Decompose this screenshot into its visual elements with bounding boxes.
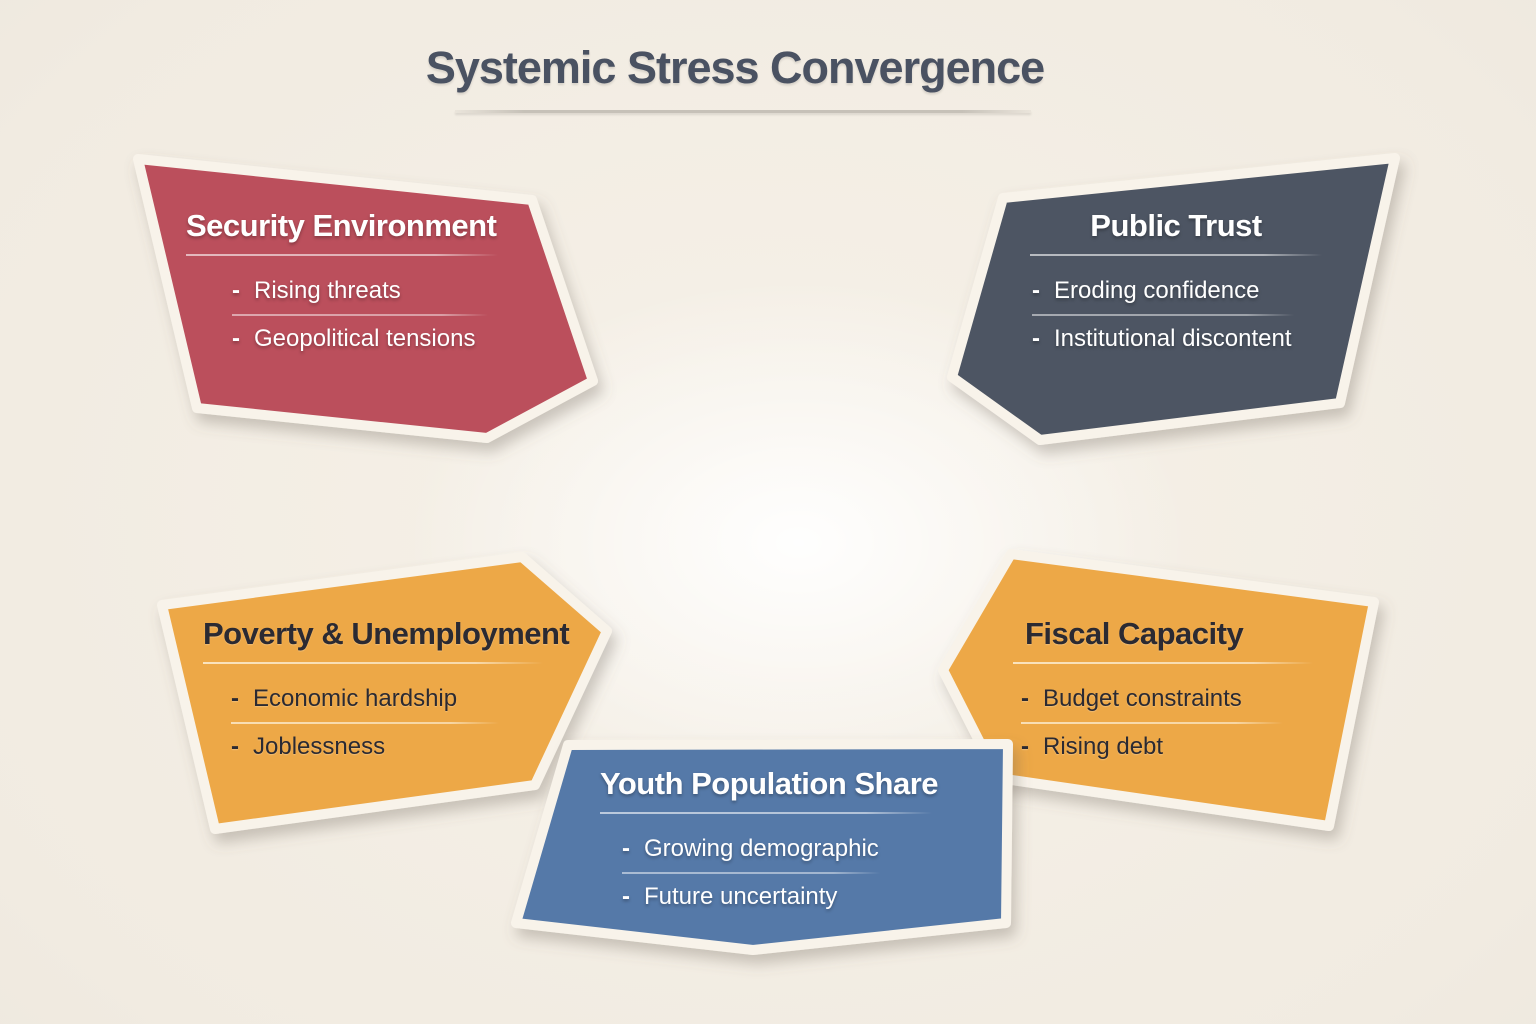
- bullet-label: Institutional discontent: [1054, 325, 1292, 352]
- bullet-label: Geopolitical tensions: [254, 325, 476, 352]
- bullet-separator: [232, 314, 488, 316]
- panel-youth-population-share: Youth Population Share - Growing demogra…: [600, 764, 939, 912]
- panel-title: Fiscal Capacity: [1025, 616, 1244, 651]
- bullet-dash: -: [231, 733, 239, 760]
- bullet-label: Growing demographic: [644, 835, 879, 862]
- bullet-dash: -: [1021, 685, 1029, 712]
- bullet-item: - Geopolitical tensions: [232, 324, 498, 354]
- page-title: Systemic Stress Convergence: [425, 42, 1045, 93]
- security-environment-shape: [133, 154, 598, 443]
- bullet-item: - Joblessness: [231, 732, 543, 762]
- panel-poverty-unemployment: Poverty & Unemployment - Economic hardsh…: [203, 614, 570, 762]
- title-underline: [600, 812, 932, 814]
- bullet-dash: -: [622, 835, 630, 862]
- panel-security-environment: Security Environment - Rising threats - …: [186, 206, 498, 354]
- panel-title: Youth Population Share: [600, 766, 939, 801]
- title-underline: [1030, 254, 1322, 256]
- bullet-list: - Budget constraints - Rising debt: [1021, 684, 1313, 762]
- bullet-label: Eroding confidence: [1054, 277, 1260, 304]
- bullet-list: - Eroding confidence - Institutional dis…: [1032, 276, 1322, 354]
- bullet-list: - Economic hardship - Joblessness: [231, 684, 543, 762]
- bullet-separator: [622, 872, 880, 874]
- panel-title: Public Trust: [1090, 208, 1262, 243]
- bullet-dash: -: [1032, 325, 1040, 352]
- panel-title: Security Environment: [186, 208, 497, 243]
- panel-fiscal-capacity: Fiscal Capacity - Budget constraints - R…: [1013, 614, 1313, 762]
- bullet-dash: -: [232, 277, 240, 304]
- bullet-dash: -: [232, 325, 240, 352]
- title-underline: [1013, 662, 1313, 664]
- title-underline: [203, 662, 543, 664]
- bullet-item: - Economic hardship: [231, 684, 543, 714]
- bullet-item: - Rising debt: [1021, 732, 1313, 762]
- bullet-item: - Budget constraints: [1021, 684, 1313, 714]
- bullet-label: Joblessness: [253, 733, 386, 760]
- bullet-label: Budget constraints: [1043, 685, 1242, 712]
- bullet-separator: [231, 722, 499, 724]
- bullet-label: Future uncertainty: [644, 883, 838, 910]
- page-title-underline: [455, 110, 1031, 113]
- bullet-separator: [1021, 722, 1283, 724]
- bullet-dash: -: [1021, 733, 1029, 760]
- panel-title: Poverty & Unemployment: [203, 616, 570, 651]
- bullet-label: Rising debt: [1043, 733, 1164, 760]
- youth-population-share-shape: [511, 739, 1013, 955]
- fiscal-capacity-shape: [938, 549, 1379, 831]
- bullet-label: Rising threats: [254, 277, 401, 304]
- bullet-item: - Growing demographic: [622, 834, 932, 864]
- bullet-list: - Rising threats - Geopolitical tensions: [232, 276, 498, 354]
- bullet-item: - Institutional discontent: [1032, 324, 1322, 354]
- bullet-dash: -: [231, 685, 239, 712]
- bullet-dash: -: [1032, 277, 1040, 304]
- bullet-separator: [1032, 314, 1294, 316]
- bullet-item: - Eroding confidence: [1032, 276, 1322, 306]
- bullet-dash: -: [622, 883, 630, 910]
- bullet-label: Economic hardship: [253, 685, 458, 712]
- bullet-item: - Future uncertainty: [622, 882, 932, 912]
- title-underline: [186, 254, 498, 256]
- bullet-list: - Growing demographic - Future uncertain…: [622, 834, 932, 912]
- poverty-unemployment-shape: [157, 552, 612, 834]
- bullet-item: - Rising threats: [232, 276, 498, 306]
- public-trust-shape: [947, 153, 1400, 445]
- panel-public-trust: Public Trust - Eroding confidence - Inst…: [1030, 206, 1322, 354]
